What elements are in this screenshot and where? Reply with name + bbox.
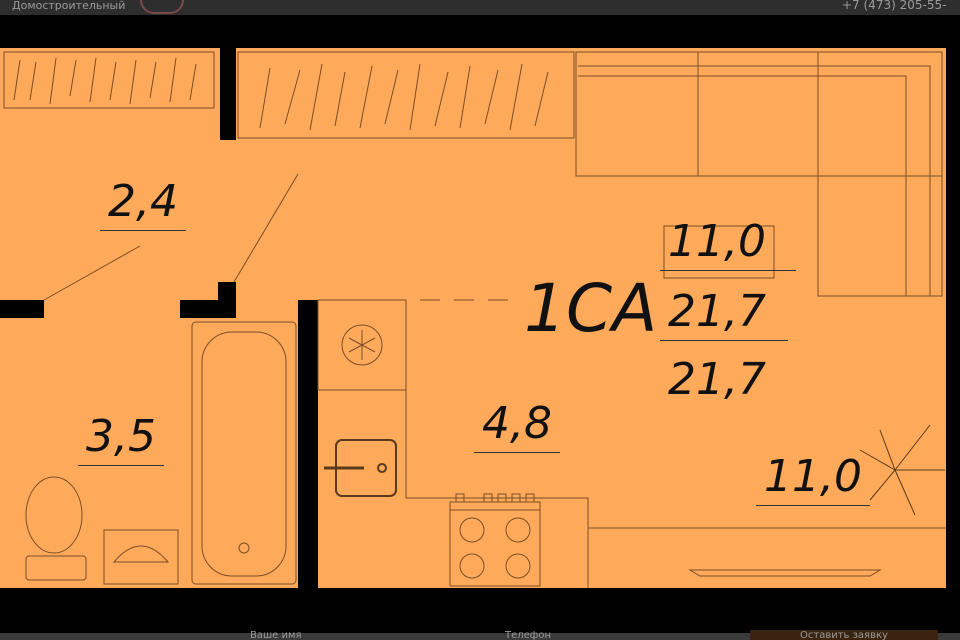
total-area: 21,7 bbox=[660, 290, 788, 341]
name-input[interactable]: Ваше имя bbox=[250, 630, 302, 640]
tv-stand bbox=[688, 569, 882, 577]
closet-left bbox=[3, 51, 215, 109]
site-header: Домостроительный +7 (473) 205-55- bbox=[0, 0, 960, 15]
walls bbox=[0, 48, 960, 640]
coffee-table bbox=[663, 225, 775, 279]
room-area-bathroom: 3,5 bbox=[78, 415, 164, 466]
phone-input[interactable]: Телефон bbox=[505, 630, 552, 640]
living-area: 11,0 bbox=[660, 220, 796, 271]
door-swing bbox=[233, 173, 299, 283]
apartment-type-code: 1СА bbox=[524, 270, 658, 347]
plant-icon bbox=[859, 424, 945, 516]
door-swing-bath bbox=[43, 245, 141, 301]
submit-request-button[interactable]: Оставить заявку bbox=[750, 630, 938, 640]
request-form: Ваше имя Телефон Оставить заявку bbox=[0, 630, 960, 640]
toilet-icon bbox=[25, 476, 87, 581]
room-area-hallway: 2,4 bbox=[100, 180, 186, 231]
snowflake-icon bbox=[341, 324, 383, 366]
floor-area bbox=[0, 48, 946, 588]
room-area-kitchen: 4,8 bbox=[474, 402, 560, 453]
header-phone[interactable]: +7 (473) 205-55- bbox=[842, 0, 947, 12]
room-area-living: 11,0 bbox=[756, 455, 870, 506]
total-area-with-balcony: 21,7 bbox=[668, 354, 766, 405]
closet-main bbox=[237, 51, 575, 139]
brand-text: Домостроительный bbox=[12, 0, 126, 12]
bathtub-icon bbox=[191, 321, 297, 585]
sofa-icon bbox=[575, 51, 943, 297]
stove-icon bbox=[449, 493, 541, 587]
washbasin-icon bbox=[103, 529, 179, 585]
